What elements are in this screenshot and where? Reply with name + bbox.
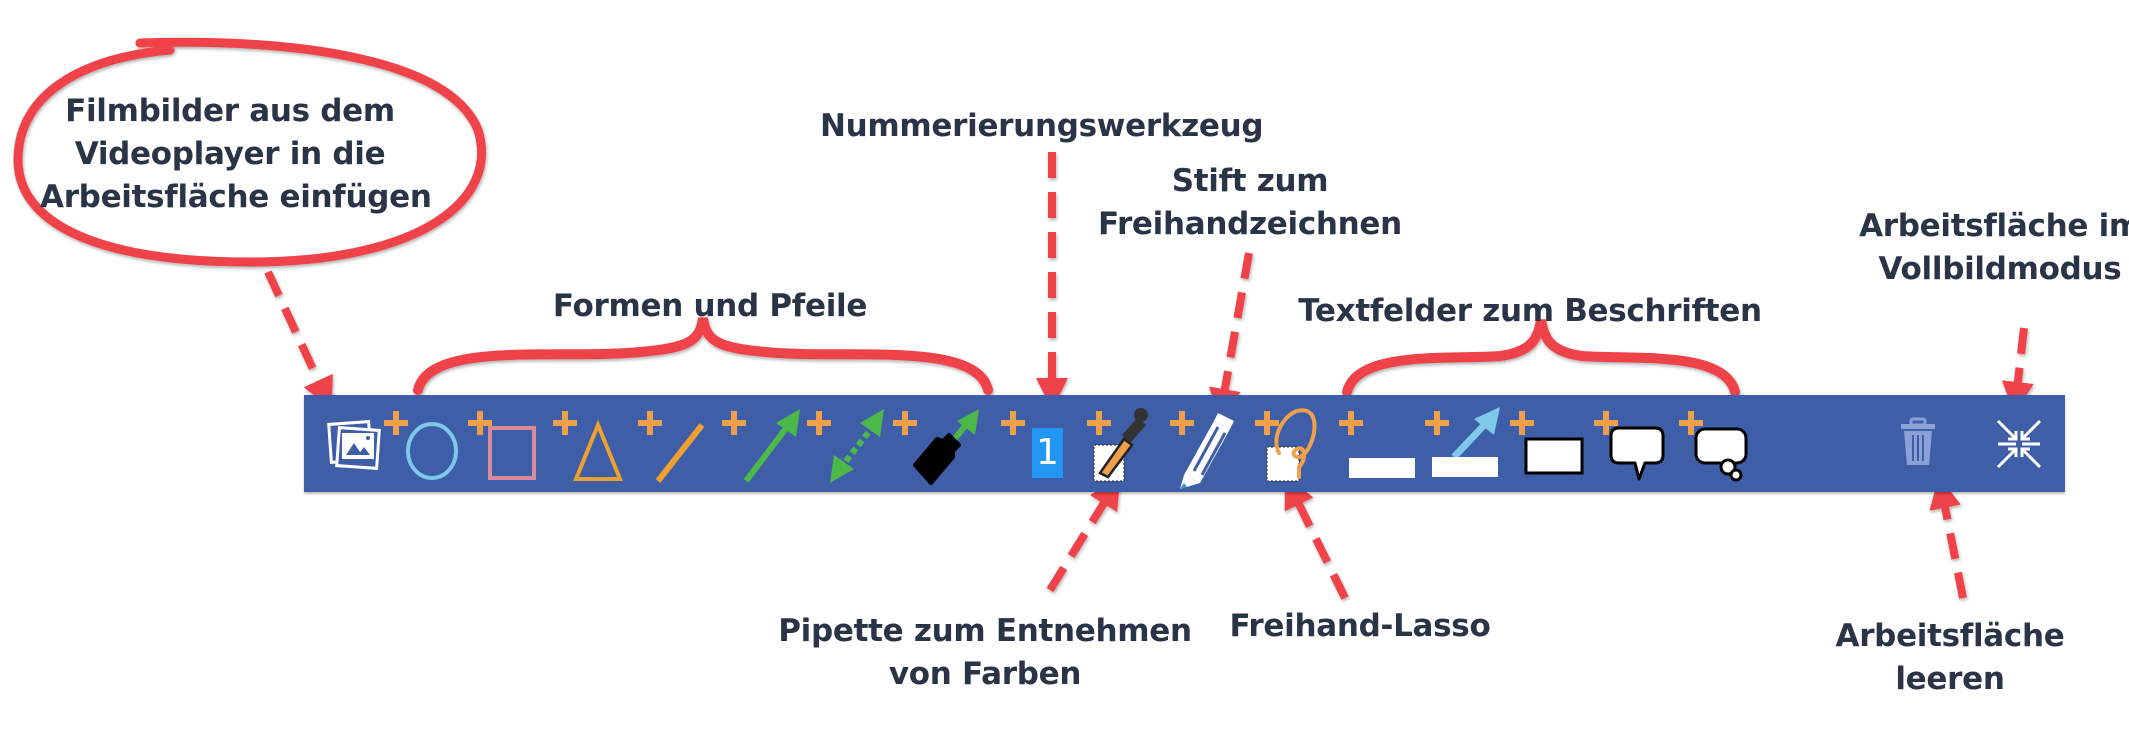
- label-line: Freihandzeichnen: [1098, 206, 1402, 242]
- arrow-frames: [264, 270, 333, 410]
- fullscreen-button[interactable]: [1994, 395, 2049, 492]
- label-numbering: Nummerierungswerkzeug: [820, 105, 1264, 148]
- pipette-icon: [1093, 408, 1148, 482]
- images-icon: [327, 420, 381, 470]
- ellipse-tool-button[interactable]: [404, 395, 464, 492]
- label-clear: Arbeitsfläche leeren: [1820, 615, 2080, 701]
- plus-icon: [638, 411, 662, 435]
- label-line: von Farben: [888, 656, 1082, 692]
- plus-icon: [1679, 411, 1703, 435]
- square-icon: [488, 426, 536, 480]
- arrow-pipette: [1046, 476, 1121, 593]
- circle-icon: [406, 422, 458, 480]
- label-line: Arbeitsfläche im: [1859, 208, 2129, 244]
- plus-icon: [1255, 411, 1279, 435]
- marker-arrow-tool-button[interactable]: [909, 395, 984, 492]
- plus-icon: [1087, 411, 1111, 435]
- label-frames: Filmbilder aus dem Videoplayer in die Ar…: [40, 90, 432, 219]
- label-fullscreen: Arbeitsfläche im Vollbildmodus: [1850, 205, 2129, 291]
- label-line: Stift zum: [1171, 163, 1329, 199]
- textbox-icon: [1349, 458, 1415, 478]
- insert-frames-button[interactable]: [324, 395, 384, 492]
- label-line: Nummerierungswerkzeug: [820, 108, 1264, 144]
- plus-icon: [1001, 411, 1025, 435]
- number-icon: 1: [1032, 428, 1063, 478]
- line-tool-button[interactable]: [654, 395, 714, 492]
- label-line: Videoplayer in die: [74, 136, 386, 172]
- double-arrow-tool-button[interactable]: [826, 395, 896, 492]
- plus-icon: [468, 411, 492, 435]
- rectangle-tool-button[interactable]: [487, 395, 547, 492]
- arrow-clear: [1929, 476, 1967, 599]
- arrow-fullscreen: [2001, 327, 2034, 414]
- textbox-arrow-icon: [1432, 407, 1500, 477]
- label-line: Arbeitsfläche: [1835, 618, 2065, 654]
- double-arrow-icon: [830, 409, 884, 483]
- line-icon: [655, 423, 705, 483]
- arrow-icon: [743, 409, 800, 483]
- clear-canvas-button[interactable]: [1899, 395, 1944, 492]
- text-field-arrow-tool-button[interactable]: [1430, 395, 1505, 492]
- trash-icon: [1901, 417, 1935, 465]
- speech-bubble-tool-button[interactable]: [1609, 395, 1674, 492]
- thought-bubble-tool-button[interactable]: [1694, 395, 1764, 492]
- box-icon: [1524, 437, 1584, 475]
- label-line: Pipette zum Entnehmen: [778, 613, 1192, 649]
- plus-icon: [384, 411, 408, 435]
- pipette-tool-button[interactable]: [1086, 395, 1151, 492]
- label-line: Textfelder zum Beschriften: [1298, 293, 1762, 329]
- label-line: Arbeitsfläche einfügen: [40, 179, 432, 215]
- text-field-tool-button[interactable]: [1347, 395, 1422, 492]
- pencil-icon: [1180, 413, 1234, 489]
- plus-icon: [1339, 411, 1363, 435]
- lasso-tool-button[interactable]: [1259, 395, 1324, 492]
- triangle-icon: [573, 419, 623, 481]
- plus-icon: [893, 411, 917, 435]
- pen-tool-button[interactable]: [1174, 395, 1234, 492]
- arrow-tool-button[interactable]: [742, 395, 812, 492]
- label-line: Formen und Pfeile: [552, 288, 868, 324]
- plus-icon: [722, 411, 746, 435]
- compress-icon: [1996, 419, 2042, 469]
- lasso-icon: [1266, 408, 1317, 482]
- plus-icon: [1170, 411, 1194, 435]
- thought-bubble-icon: [1694, 427, 1748, 482]
- label-lasso: Freihand-Lasso: [1220, 605, 1500, 648]
- label-line: Freihand-Lasso: [1229, 608, 1491, 644]
- brace-shapes: [413, 317, 993, 395]
- label-shapes: Formen und Pfeile: [500, 285, 920, 328]
- label-line: Vollbildmodus: [1878, 251, 2122, 287]
- drawing-toolbar: 1: [304, 395, 2065, 492]
- numbering-tool-button[interactable]: 1: [1032, 395, 1077, 492]
- plus-icon: [1594, 411, 1618, 435]
- plus-icon: [553, 411, 577, 435]
- triangle-tool-button[interactable]: [573, 395, 634, 492]
- label-textfields: Textfelder zum Beschriften: [1290, 290, 1770, 333]
- label-pipette: Pipette zum Entnehmen von Farben: [770, 610, 1200, 696]
- label-pen: Stift zum Freihandzeichnen: [1080, 160, 1420, 246]
- marker-icon: [913, 409, 979, 485]
- plus-icon: [1510, 411, 1534, 435]
- arrow-lasso: [1284, 475, 1349, 600]
- text-box-border-tool-button[interactable]: [1524, 395, 1589, 492]
- plus-icon: [807, 411, 831, 435]
- label-line: leeren: [1895, 661, 2005, 697]
- speech-bubble-icon: [1609, 426, 1665, 481]
- plus-icon: [1425, 411, 1449, 435]
- label-line: Filmbilder aus dem: [65, 93, 395, 129]
- arrow-pen: [1209, 252, 1253, 421]
